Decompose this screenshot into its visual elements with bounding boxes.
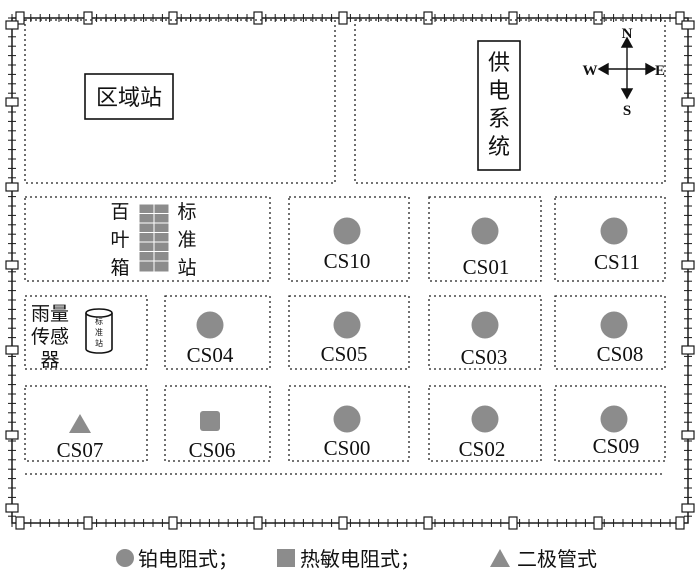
louver-box-icon (138, 203, 170, 273)
svg-text:电: 电 (488, 79, 510, 104)
sensor-label-cs09: CS09 (593, 434, 640, 458)
sensor-label-cs06: CS06 (189, 438, 236, 462)
plot-cs09 (554, 385, 666, 462)
sensor-marker-cs09 (600, 405, 628, 433)
sensor-marker-cs11 (600, 217, 628, 245)
plot-cs08 (554, 295, 666, 370)
plot-cs03 (428, 295, 542, 370)
sensor-marker-cs07 (69, 414, 91, 433)
rain-gauge-icon: 标 准 站 (85, 308, 113, 354)
plot-cs02 (428, 385, 542, 462)
svg-text:区域站: 区域站 (96, 86, 162, 111)
sensor-label-cs03: CS03 (461, 345, 508, 369)
sensor-label-cs08: CS08 (597, 342, 644, 366)
legend-diode-label: 二极管式 (517, 547, 597, 571)
sensor-marker-cs05 (333, 311, 361, 339)
sensor-marker-cs02 (471, 405, 499, 433)
standard-station-char-1: 标 (177, 201, 196, 223)
sensor-label-cs01: CS01 (463, 255, 510, 279)
plot-cs01 (428, 196, 542, 282)
sensor-marker-cs01 (471, 217, 499, 245)
compass-icon (597, 36, 657, 100)
legend-thermistor-label: 热敏电阻式； (300, 547, 420, 571)
svg-text:系: 系 (488, 107, 510, 132)
regional-station-box: 区域站 (84, 73, 174, 120)
standard-station-char-3: 站 (177, 257, 196, 279)
sensor-marker-cs03 (471, 311, 499, 339)
sensor-label-cs00: CS00 (324, 436, 371, 460)
standard-station-char-2: 准 (177, 229, 196, 251)
sensor-marker-cs00 (333, 405, 361, 433)
regional-station-area (24, 19, 336, 184)
plot-cs00 (288, 385, 410, 462)
rain-gauge-label-2: 传感 (31, 326, 69, 348)
sensor-label-cs05: CS05 (321, 342, 368, 366)
legend: 铂电阻式； 热敏电阻式； 二极管式 (116, 547, 597, 571)
svg-text:准: 准 (95, 327, 103, 337)
compass-west: W (583, 63, 598, 79)
plot-cs10 (288, 196, 410, 282)
power-supply-box: 供 电 系 统 (477, 40, 521, 171)
svg-text:供: 供 (488, 51, 510, 76)
sensor-label-cs02: CS02 (459, 437, 506, 461)
legend-thermistor-marker (277, 549, 295, 567)
louver-box-char-1: 百 (110, 201, 129, 223)
svg-text:站: 站 (95, 338, 103, 348)
svg-text:统: 统 (488, 135, 510, 160)
legend-platinum-marker (116, 549, 134, 567)
sensor-marker-cs10 (333, 217, 361, 245)
standard-station-plot (24, 196, 271, 282)
sensor-label-cs11: CS11 (594, 250, 640, 274)
compass-east: E (655, 63, 665, 79)
perimeter-fence (5, 11, 695, 530)
svg-text:标: 标 (95, 316, 103, 326)
rain-gauge-label-1: 雨量 (31, 303, 69, 325)
compass-north: N (622, 26, 633, 42)
plot-cs04 (164, 295, 271, 370)
sensor-label-cs07: CS07 (57, 438, 104, 462)
rain-gauge-plot (24, 295, 148, 370)
sensor-label-cs10: CS10 (324, 249, 371, 273)
sensor-marker-cs06 (200, 411, 220, 431)
louver-box-char-3: 箱 (110, 257, 129, 279)
sensor-marker-cs04 (196, 311, 224, 339)
plot-cs07 (24, 385, 148, 462)
plot-cs11 (554, 196, 666, 282)
legend-diode-marker (490, 549, 510, 567)
power-supply-area (354, 19, 666, 184)
legend-platinum-label: 铂电阻式； (138, 547, 238, 571)
rain-gauge-label-3: 器 (40, 349, 59, 371)
louver-box-char-2: 叶 (110, 229, 129, 251)
sensor-marker-cs08 (600, 311, 628, 339)
sensor-label-cs04: CS04 (187, 343, 234, 367)
compass-south: S (623, 103, 631, 119)
plot-cs05 (288, 295, 410, 370)
